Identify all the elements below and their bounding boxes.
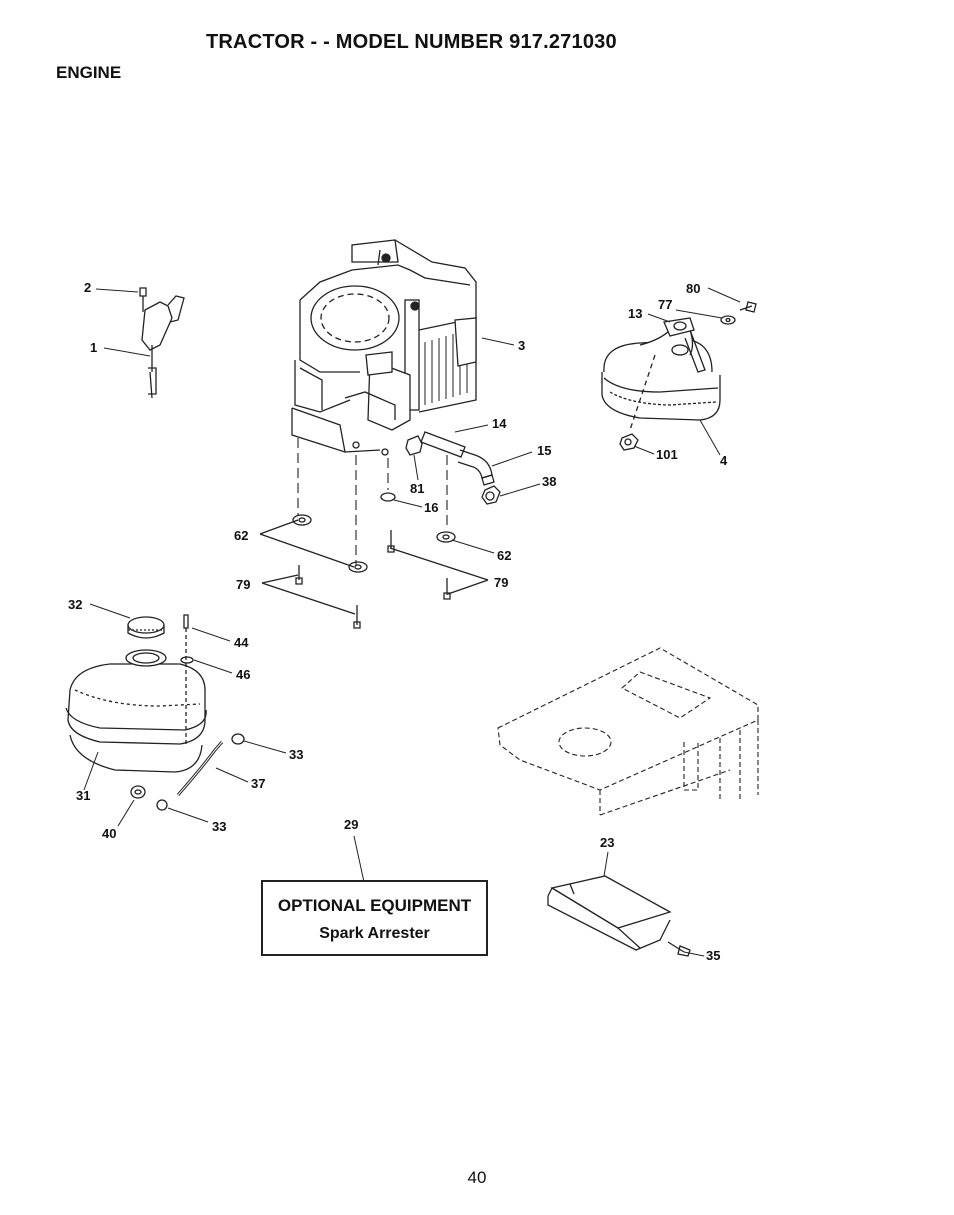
fuel-tank-drawing (65, 614, 245, 811)
callout-79-left: 79 (236, 577, 250, 592)
optional-equipment-title: OPTIONAL EQUIPMENT (277, 896, 472, 915)
throttle-control-drawing (139, 287, 185, 399)
callout-81: 81 (410, 481, 424, 496)
page-title: TRACTOR - - MODEL NUMBER 917.271030 (206, 31, 617, 53)
callout-80: 80 (686, 281, 700, 296)
spark-arrester-drawing (547, 875, 691, 957)
callout-2: 2 (84, 280, 91, 295)
callout-38: 38 (542, 474, 556, 489)
callout-77: 77 (658, 297, 672, 312)
spark-arrester-label: Spark Arrester (319, 925, 430, 942)
page-number: 40 (467, 1168, 487, 1187)
callout-16: 16 (424, 500, 438, 515)
callout-33-upper: 33 (289, 747, 303, 762)
callout-15: 15 (537, 443, 551, 458)
bolts-79 (261, 530, 489, 629)
callout-62-right: 62 (497, 548, 511, 563)
callout-32: 32 (68, 597, 82, 612)
washer-16 (380, 492, 396, 502)
washers-62 (259, 514, 456, 573)
optional-equipment-box: OPTIONAL EQUIPMENT Spark Arrester (261, 880, 488, 956)
exhaust-parts (405, 431, 501, 505)
callout-37: 37 (251, 776, 265, 791)
callout-23: 23 (600, 835, 614, 850)
callout-14: 14 (492, 416, 507, 431)
callout-1: 1 (90, 340, 97, 355)
leader-lines (83, 287, 741, 957)
callout-31: 31 (76, 788, 90, 803)
callout-29: 29 (344, 817, 358, 832)
callout-40: 40 (102, 826, 116, 841)
section-heading: ENGINE (56, 63, 122, 82)
callout-35: 35 (706, 948, 720, 963)
mounting-lines (297, 438, 448, 565)
callout-79-right: 79 (494, 575, 508, 590)
callout-3: 3 (518, 338, 525, 353)
callout-33-lower: 33 (212, 819, 226, 834)
callout-13: 13 (628, 306, 642, 321)
engine-drawing (291, 239, 477, 456)
callout-44: 44 (234, 635, 249, 650)
chassis-frame-drawing (497, 647, 759, 816)
muffler-drawing (601, 301, 757, 451)
callout-46: 46 (236, 667, 250, 682)
callout-4: 4 (720, 453, 728, 468)
callout-62-left: 62 (234, 528, 248, 543)
callout-101: 101 (656, 447, 678, 462)
